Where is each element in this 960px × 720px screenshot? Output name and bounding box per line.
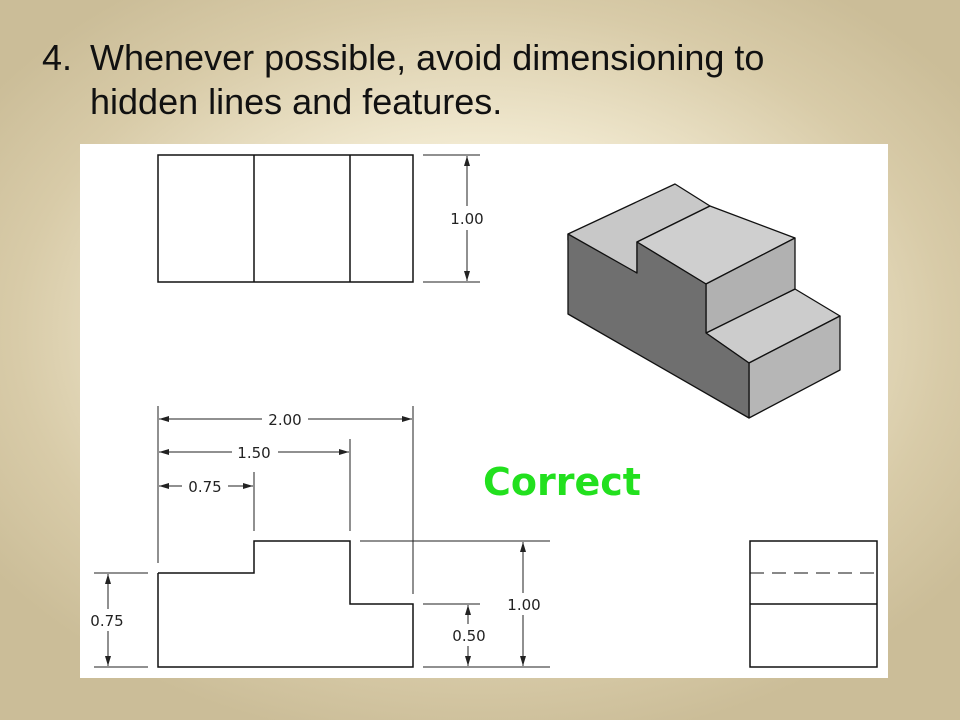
- top-view: [157, 154, 414, 283]
- left-height-label: 0.75: [90, 612, 123, 630]
- dimension-label-bg: [182, 475, 228, 497]
- dimension-label-bg: [446, 624, 492, 646]
- iso-front-face: [567, 233, 750, 419]
- side-view: [749, 540, 878, 668]
- top-height-label: 1.00: [450, 210, 483, 228]
- step-width-label: 1.50: [237, 444, 270, 462]
- drawing-figure: 1.00 Correct: [80, 144, 888, 678]
- drawing-svg: 1.00 Correct: [84, 154, 878, 668]
- dimension-label-bg: [500, 593, 548, 615]
- dimension-label-bg: [84, 609, 130, 631]
- total-height-label: 1.00: [507, 596, 540, 614]
- top-view-outline: [157, 154, 414, 283]
- overall-width-label: 2.00: [268, 411, 301, 429]
- front-view-outline: [157, 540, 414, 668]
- step-start-label: 0.75: [188, 478, 221, 496]
- front-view-extension-lines: [94, 406, 550, 668]
- right-height-label: 0.50: [452, 627, 485, 645]
- front-view: [157, 540, 414, 668]
- title-line-1: Whenever possible, avoid dimensioning to: [90, 37, 765, 78]
- dimension-label-bg: [262, 408, 308, 430]
- slide-title: 4. Whenever possible, avoid dimensioning …: [42, 36, 922, 124]
- verdict-label: Correct: [483, 460, 641, 504]
- title-line-2: hidden lines and features.: [90, 81, 503, 122]
- dimension-label-bg: [232, 441, 278, 463]
- title-number: 4.: [42, 37, 73, 78]
- dimension-label-bg: [444, 206, 490, 230]
- isometric-view: [567, 183, 841, 419]
